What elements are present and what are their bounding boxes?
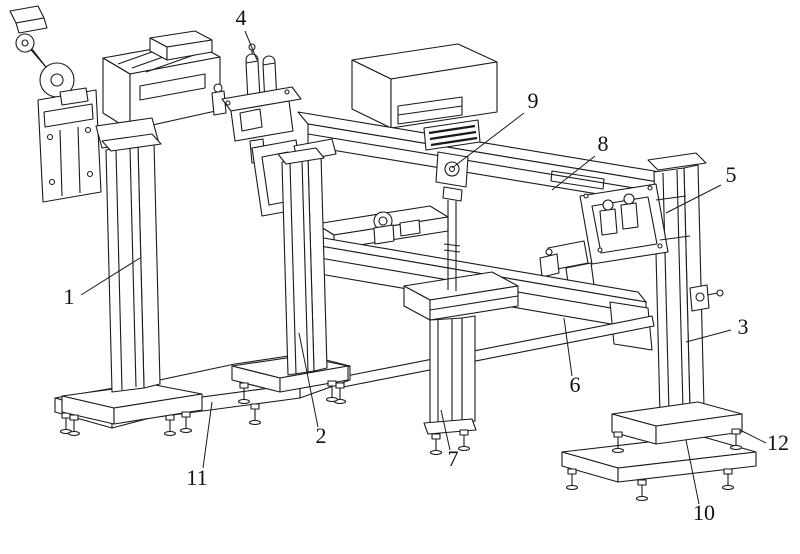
callout-label-12: 12	[767, 430, 789, 455]
right-base	[561, 401, 757, 502]
callout-label-11: 11	[186, 465, 207, 490]
callout-8: 8	[551, 131, 609, 191]
right-clamp-assembly	[539, 183, 691, 291]
callout-label-4: 4	[236, 5, 247, 30]
callout-10: 10	[685, 439, 715, 525]
left-column	[95, 117, 162, 393]
callout-6: 6	[563, 317, 581, 397]
rear-box	[351, 43, 498, 129]
callout-label-10: 10	[693, 500, 715, 525]
callout-3: 3	[685, 314, 749, 343]
callout-label-6: 6	[570, 372, 581, 397]
center-platform	[403, 271, 519, 321]
support-bar	[335, 315, 655, 389]
vent-unit	[423, 119, 481, 151]
callout-1: 1	[64, 257, 141, 309]
callout-7: 7	[440, 409, 459, 471]
center-actuator	[435, 151, 469, 291]
center-column	[423, 315, 477, 456]
mid-shelf	[315, 205, 449, 250]
callout-label-5: 5	[726, 162, 737, 187]
upper-clamp-assembly	[211, 43, 302, 164]
callouts: 1 2 3 4 5 6 7 8	[64, 5, 790, 525]
right-column	[647, 152, 724, 416]
callout-label-7: 7	[448, 446, 459, 471]
callout-9: 9	[451, 88, 539, 169]
machine-drawing	[9, 5, 757, 502]
callout-label-3: 3	[738, 314, 749, 339]
callout-5: 5	[665, 162, 737, 214]
callout-12: 12	[739, 429, 789, 455]
callout-4: 4	[236, 5, 258, 61]
callout-label-9: 9	[528, 88, 539, 113]
callout-label-1: 1	[64, 284, 75, 309]
upper-beam	[297, 111, 671, 207]
center-left-column	[277, 147, 328, 376]
callout-label-8: 8	[598, 131, 609, 156]
callout-11: 11	[186, 401, 213, 490]
belt-drive-assembly	[9, 5, 75, 98]
callout-label-2: 2	[316, 423, 327, 448]
left-column-base	[61, 383, 203, 437]
control-box	[102, 30, 221, 131]
left-head-assembly	[37, 87, 102, 203]
callout-2: 2	[298, 332, 327, 448]
